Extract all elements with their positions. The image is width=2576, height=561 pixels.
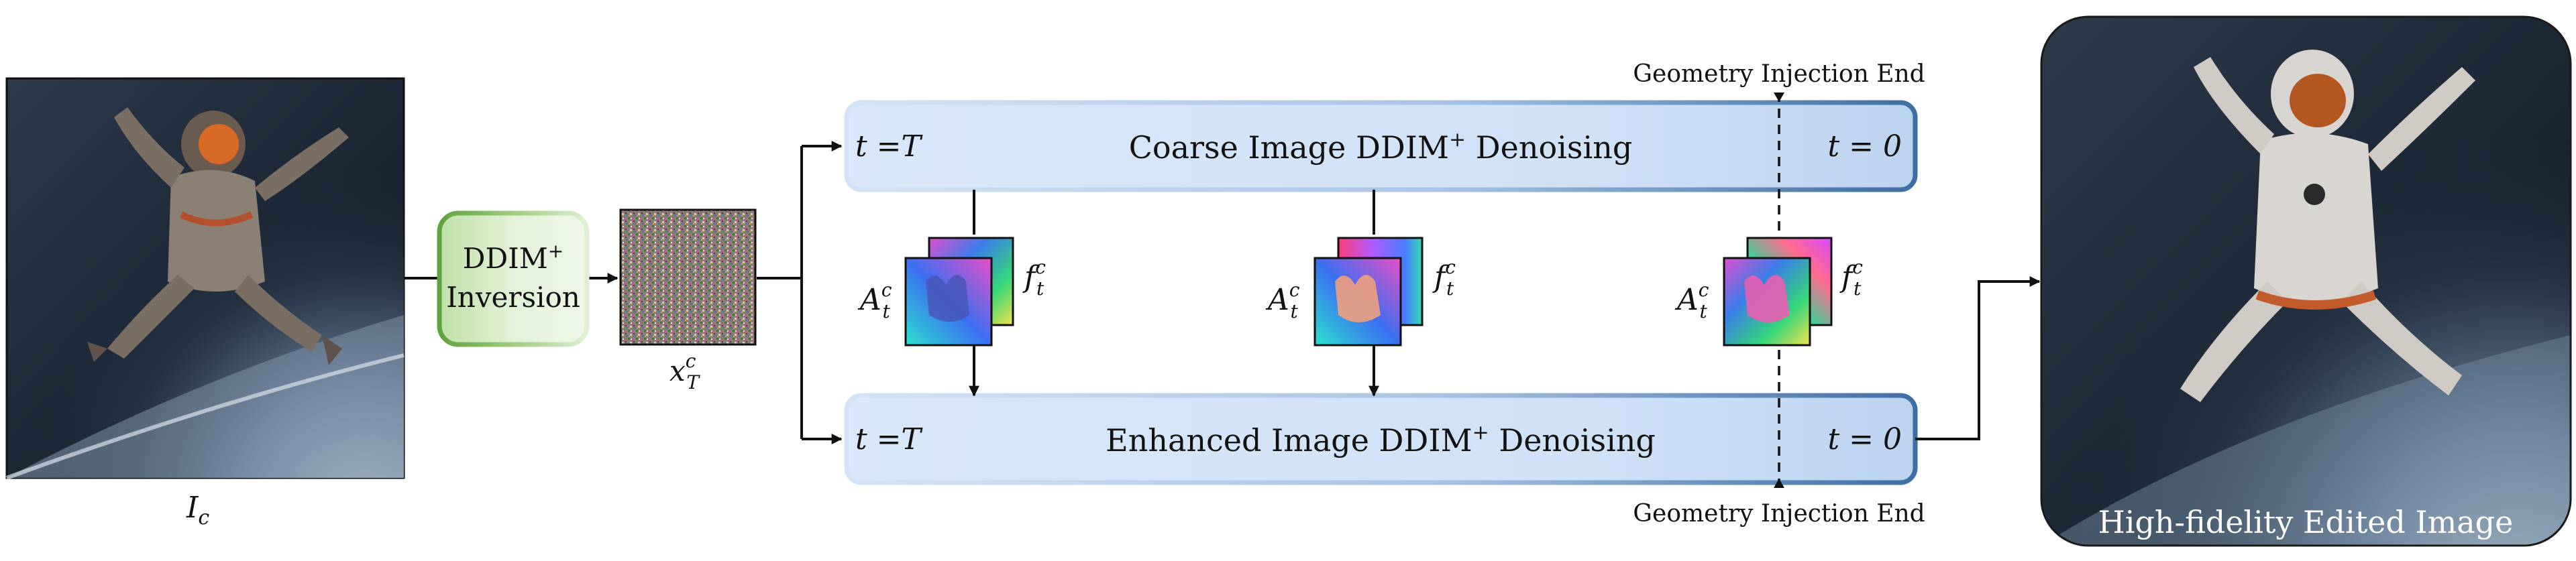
input-image-label: Ic [186, 491, 209, 529]
ddim-inversion-box: DDIM+ Inversion [437, 210, 590, 347]
coarse-t-end: t = 0 [1827, 129, 1902, 164]
connector-to-output [1915, 276, 2041, 440]
svg-text:Ic: Ic [186, 491, 209, 529]
coarse-t-start: t =T [855, 129, 924, 164]
enhanced-t-end: t = 0 [1827, 422, 1902, 456]
geometry-injection-marker: Geometry Injection End Geometry Injectio… [1633, 60, 1925, 527]
astronaut-figure [2180, 50, 2475, 402]
inversion-line2: Inversion [446, 281, 580, 314]
output-caption: High-fidelity Edited Image [2098, 504, 2514, 540]
enhanced-denoising-bar: t =T Enhanced Image DDIM+ Denoising t = … [844, 393, 1918, 485]
output-image: High-fidelity Edited Image [2040, 15, 2572, 547]
coarse-title: Coarse Image DDIM+ Denoising [1129, 128, 1633, 166]
astronaut-figure [87, 107, 349, 365]
injection-top-label: Geometry Injection End [1633, 60, 1925, 88]
enhanced-t-start: t =T [855, 422, 924, 456]
injection-bottom-label: Geometry Injection End [1633, 500, 1925, 527]
input-image [5, 77, 405, 480]
coarse-denoising-bar: t =T Coarse Image DDIM+ Denoising t = 0 [844, 100, 1918, 192]
enhanced-title: Enhanced Image DDIM+ Denoising [1106, 421, 1656, 458]
noise-image [619, 208, 757, 346]
inversion-line1: DDIM+ [463, 240, 564, 275]
svg-text:xcT: xcT [669, 350, 700, 393]
